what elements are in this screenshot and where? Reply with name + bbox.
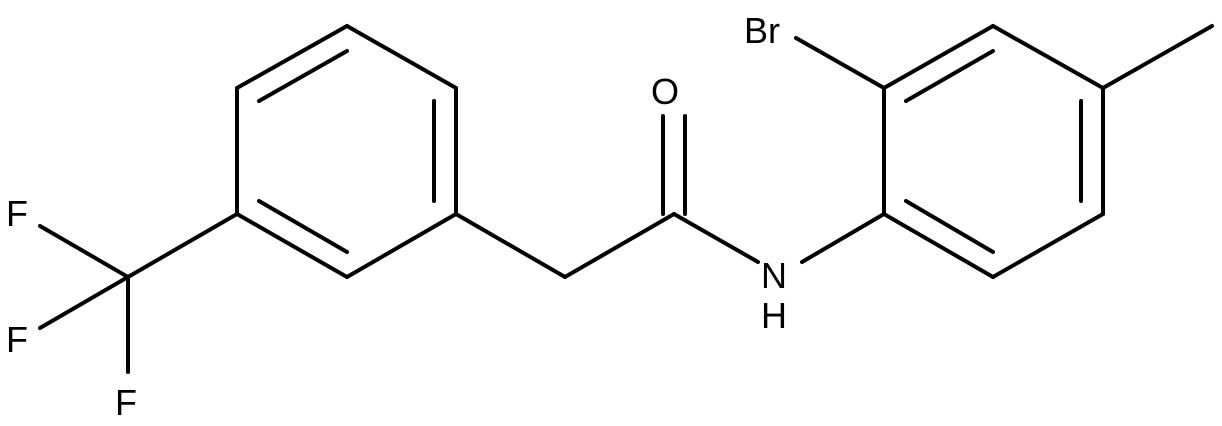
bond <box>794 36 886 90</box>
bond <box>235 212 349 279</box>
hydrogen-label: H <box>761 295 787 336</box>
bond <box>991 24 1105 90</box>
bond <box>991 212 1105 279</box>
bromine-substituent: Br <box>744 10 886 90</box>
bond <box>672 212 760 264</box>
bond <box>345 212 458 279</box>
right-benzene-ring <box>882 24 1105 279</box>
bond <box>563 212 676 279</box>
bond <box>1101 24 1214 90</box>
fluorine-label: F <box>6 193 28 234</box>
bond <box>38 224 130 279</box>
double-bond-inner <box>904 199 995 254</box>
oxygen-label: O <box>651 71 679 112</box>
bond <box>800 212 886 264</box>
nitrogen-label: N <box>761 255 787 296</box>
bond <box>345 24 458 90</box>
double-bond-inner <box>257 199 349 254</box>
acetamide-linker: O N H <box>454 71 886 336</box>
bond <box>454 212 567 279</box>
methyl-substituent <box>1101 24 1214 90</box>
bond <box>38 275 130 330</box>
fluorine-label: F <box>6 319 28 360</box>
double-bond-inner <box>257 49 349 103</box>
bond <box>882 212 995 279</box>
bond <box>235 24 349 90</box>
trifluoromethyl-group: F F F <box>6 193 239 423</box>
bond <box>126 212 239 279</box>
left-benzene-ring <box>235 24 458 279</box>
bond <box>882 24 995 90</box>
fluorine-label: F <box>115 382 137 423</box>
bromine-label: Br <box>744 10 780 51</box>
double-bond-inner <box>904 49 995 103</box>
